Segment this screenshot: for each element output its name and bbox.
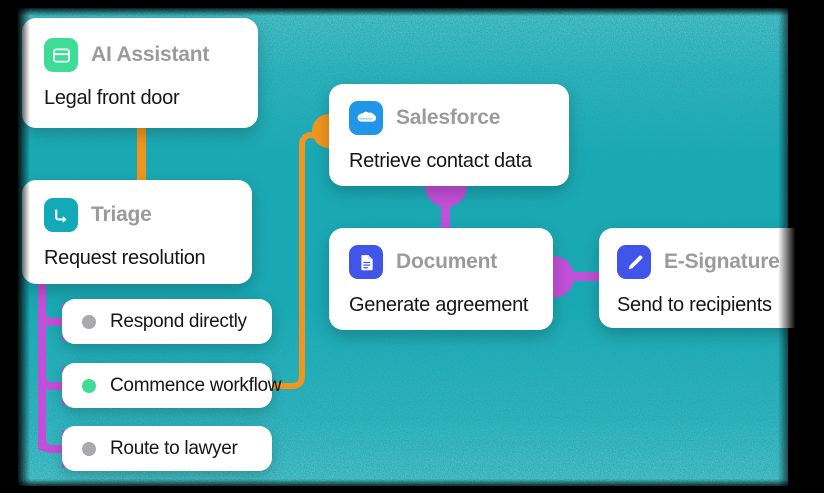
card-subtitle: Legal front door [44,87,180,109]
node-card-salesforce[interactable]: salesforce Salesforce Retrieve contact d… [329,84,569,186]
document-page-icon [349,245,383,279]
arrow-turn-right-icon [44,198,78,232]
card-header: Triage [44,198,232,232]
card-title: AI Assistant [91,43,210,66]
frame-edge-top [0,0,824,16]
frame-edge-right [778,0,824,493]
card-header: salesforce Salesforce [349,101,549,135]
salesforce-cloud-icon: salesforce [349,101,383,135]
card-title: Salesforce [396,106,501,129]
branch-option-label: Respond directly [110,310,247,332]
node-card-ai-assistant[interactable]: AI Assistant Legal front door [22,18,258,128]
card-header: E-Signature [617,245,791,279]
card-header: AI Assistant [44,38,238,72]
pencil-icon [617,245,651,279]
svg-text:salesforce: salesforce [359,116,373,120]
card-title: Triage [91,203,152,226]
frame-edge-bottom [0,479,824,493]
branch-option-commence-workflow[interactable]: Commence workflow [62,363,282,408]
card-subtitle: Retrieve contact data [349,150,532,172]
node-card-triage[interactable]: Triage Request resolution [22,180,252,284]
branch-option-label: Route to lawyer [110,437,238,459]
branch-option-route-to-lawyer[interactable]: Route to lawyer [62,426,272,471]
frame-edge-left [0,0,30,493]
node-card-e-signature[interactable]: E-Signature Send to recipients [599,228,809,328]
card-header: Document [349,245,533,279]
card-subtitle: Send to recipients [617,294,772,316]
card-title: Document [396,250,498,273]
card-subtitle: Generate agreement [349,294,529,316]
node-card-document[interactable]: Document Generate agreement [329,228,553,330]
card-title: E-Signature [664,250,780,273]
status-dot [82,314,96,329]
branch-option-label: Commence workflow [110,374,282,396]
branch-option-respond-directly[interactable]: Respond directly [62,299,272,344]
connector-document-to-e-signature [553,256,601,298]
card-subtitle: Request resolution [44,247,206,269]
status-dot [82,441,96,456]
status-dot [82,378,96,393]
window-card-icon [44,38,78,72]
connector-salesforce-to-document [425,186,467,230]
